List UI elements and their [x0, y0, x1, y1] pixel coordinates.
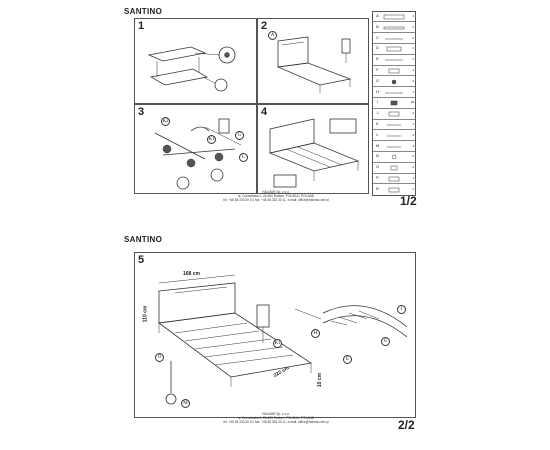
step-number: 1 [138, 20, 145, 32]
callout-k1: K1 [273, 339, 282, 348]
dimension-width: 168 cm [183, 271, 200, 277]
page-number: 1/2 [400, 194, 417, 208]
footer-line: HALMAR Sp. z o.o. [262, 412, 290, 416]
step-1-panel: 1 [134, 18, 257, 104]
step-number: 3 [138, 106, 145, 118]
callout-m: M [181, 399, 190, 408]
callout-j: J [397, 305, 406, 314]
company-footer: HALMAR Sp. z o.o. ul. Czerwińska 1, 26-6… [118, 412, 434, 424]
company-footer: HALMAR Sp. z o.o. ul. Czerwińska 1, 26-6… [118, 190, 434, 202]
footer-line: tel. +48 48 333 30 10, fax: +48 48 333 3… [223, 420, 329, 424]
page-number: 2/2 [398, 418, 415, 432]
step-1-illustration [147, 46, 236, 92]
dimension-clearance: 10 cm [317, 372, 324, 388]
step-2-illustration [276, 36, 352, 93]
footer-line: tel. +48 48 333 30 10, fax: +48 48 333 3… [223, 198, 329, 202]
product-title: SANTINO [124, 7, 163, 16]
step-number: 5 [138, 254, 145, 266]
callout-g: G [381, 337, 390, 346]
step-5-panel: 5 168 cm 110 cm 2 [134, 252, 416, 418]
callout-l: L [239, 153, 248, 162]
step-number: 4 [261, 106, 268, 118]
step-2-panel: 2 A [257, 18, 369, 104]
dimension-height: 110 cm [142, 305, 149, 323]
step-3-panel: 3 K2 K1 G L [134, 104, 257, 194]
instruction-sheet-page-2: SANTINO 5 168 cm [118, 232, 434, 432]
footer-line: ul. Czerwińska 1, 26-600 Radom, POLSKA /… [237, 194, 315, 198]
callout-h: H [311, 329, 320, 338]
step-3-illustration [154, 118, 242, 190]
callout-a: A [268, 31, 277, 40]
footer-line: HALMAR Sp. z o.o. [262, 190, 290, 194]
step-4-panel: 4 [257, 104, 369, 194]
callout-g: G [235, 131, 244, 140]
step-number: 2 [261, 20, 268, 32]
callout-k1: K1 [207, 135, 216, 144]
callout-k2: K2 [161, 117, 170, 126]
product-title: SANTINO [124, 235, 163, 244]
step-4-illustration [268, 118, 360, 188]
footer-line: ul. Czerwińska 1, 26-600 Radom, POLSKA /… [237, 416, 315, 420]
step-5-illustration [157, 274, 408, 405]
callout-e: E [343, 355, 352, 364]
callout-o: O [155, 353, 164, 362]
